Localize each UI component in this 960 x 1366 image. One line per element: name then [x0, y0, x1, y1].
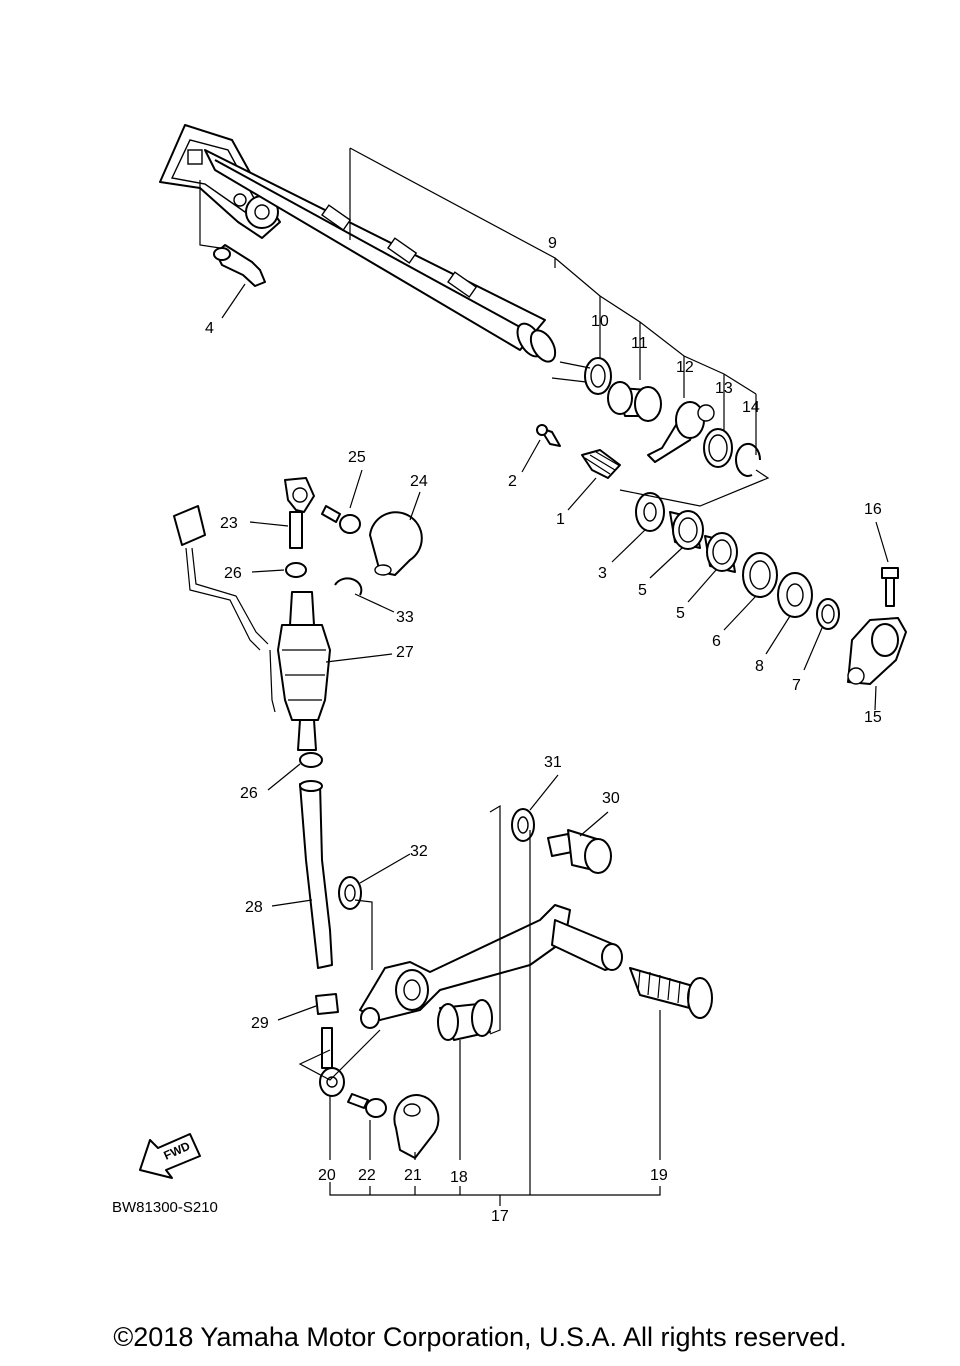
callout-11: 11 [631, 335, 648, 352]
bolt-part-25 [321, 505, 361, 534]
shift-arm-part-15 [847, 617, 907, 685]
callout-10: 10 [591, 313, 609, 330]
callout-28: 28 [245, 899, 263, 916]
oil-seal-part-6 [742, 552, 778, 598]
callout-18: 18 [450, 1169, 468, 1186]
callout-17: 17 [491, 1208, 509, 1225]
circlip-part-7 [816, 598, 840, 630]
stud-bolt-part-4 [213, 244, 266, 287]
callout-13: 13 [715, 380, 733, 397]
callout-19: 19 [650, 1167, 668, 1184]
washer-part-32 [338, 876, 362, 910]
plate-part-12 [647, 401, 715, 463]
diagram-code: BW81300-S210 [112, 1199, 218, 1216]
callout-numbers: 9 10 11 12 13 14 4 2 1 3 5 5 6 8 7 16 15… [205, 235, 882, 1225]
sensor-harness [173, 505, 276, 713]
collar-part-18 [437, 999, 493, 1041]
leader-lines [199, 147, 889, 1206]
circlip-part-14 [735, 442, 762, 477]
callout-26a: 26 [224, 565, 242, 582]
nut-part-26a [285, 562, 307, 578]
bearing-part-5b [704, 532, 738, 573]
collar-part-11 [607, 381, 662, 422]
bearing-part-5a [669, 510, 704, 550]
callout-4: 4 [205, 320, 214, 337]
nut-part-29 [315, 993, 339, 1015]
washer-part-31 [511, 808, 535, 842]
callout-25: 25 [348, 449, 366, 466]
washer-part-3 [635, 492, 665, 532]
callout-5a: 5 [638, 582, 647, 599]
washer-part-8 [777, 572, 813, 618]
callout-30: 30 [602, 790, 620, 807]
spring-part-1 [581, 449, 621, 479]
callout-6: 6 [712, 633, 721, 650]
callout-20: 20 [318, 1167, 336, 1184]
callout-31: 31 [544, 754, 562, 771]
callout-24: 24 [410, 473, 428, 490]
pivot-bolt-part-30 [547, 829, 612, 874]
rod-end-part-23 [284, 477, 315, 549]
bolt-part-16 [881, 567, 899, 607]
callout-12: 12 [676, 359, 694, 376]
cover-part-21 [393, 1094, 440, 1159]
callout-1: 1 [556, 511, 565, 528]
callout-27: 27 [396, 644, 414, 661]
callout-5b: 5 [676, 605, 685, 622]
callout-32: 32 [410, 843, 428, 860]
bolt-part-22 [347, 1093, 387, 1118]
shift-pedal-assembly [359, 904, 623, 1029]
callout-2: 2 [508, 473, 517, 490]
callout-26b: 26 [240, 785, 258, 802]
callout-22: 22 [358, 1167, 376, 1184]
pedal-rubber-part-19 [629, 967, 713, 1019]
callout-7: 7 [792, 677, 801, 694]
shift-shaft-assembly [159, 124, 557, 363]
shift-rod-part-28 [299, 780, 333, 969]
forward-arrow-icon: FWD [139, 1133, 201, 1179]
nut-part-26b [299, 752, 323, 768]
torsion-spring-part-10 [551, 357, 612, 395]
washer-part-13 [703, 428, 733, 468]
callout-14: 14 [742, 399, 760, 416]
callout-16: 16 [864, 501, 882, 518]
callout-3: 3 [598, 565, 607, 582]
callout-29: 29 [251, 1015, 269, 1032]
screw-part-2 [536, 424, 561, 447]
rod-end-part-20 [319, 1027, 345, 1097]
callout-9: 9 [548, 235, 557, 252]
copyright-notice: ©2018 Yamaha Motor Corporation, U.S.A. A… [113, 1322, 847, 1352]
callout-15: 15 [864, 709, 882, 726]
cover-part-24 [369, 511, 423, 576]
clip-part-33 [334, 577, 363, 596]
callout-21: 21 [404, 1167, 422, 1184]
callout-23: 23 [220, 515, 238, 532]
shift-sensor-part-27 [277, 591, 331, 751]
callout-33: 33 [396, 609, 414, 626]
callout-8: 8 [755, 658, 764, 675]
